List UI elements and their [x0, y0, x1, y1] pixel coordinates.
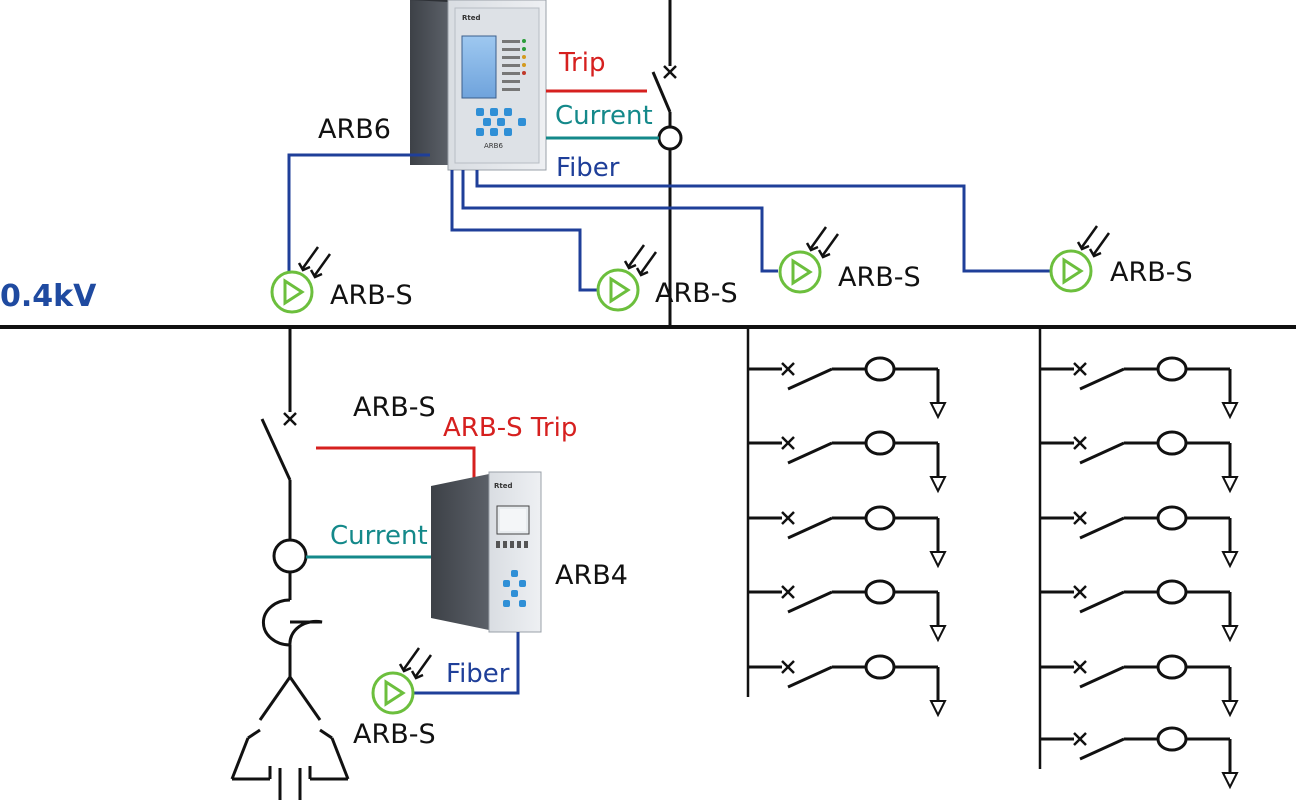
trip-label-bottom: ARB-S Trip: [443, 413, 577, 443]
arb6-model-plate: ARB6: [484, 142, 503, 150]
current-label-top: Current: [555, 101, 653, 131]
col-a-feeder-1: [748, 356, 947, 420]
sensor-2-label: ARB-S: [655, 278, 738, 309]
sensor-1-label: ARB-S: [330, 280, 413, 311]
col-b-feeder-2: [1040, 430, 1239, 494]
transformer-branch: [230, 327, 350, 800]
col-b-feeder-6: [1040, 726, 1239, 790]
col-b-feeder-5: [1040, 654, 1239, 718]
breaker-label: ARB-S: [353, 392, 436, 423]
col-a-feeder-5: [748, 654, 947, 718]
col-b-feeder-1: [1040, 356, 1239, 420]
fiber-line-bottom: [412, 632, 520, 695]
col-a-feeder-3: [748, 505, 947, 569]
col-b-feeder-3: [1040, 505, 1239, 569]
col-a-feeder-4: [748, 579, 947, 643]
feeder-column-a: [746, 329, 947, 718]
arb6-label: ARB6: [318, 114, 391, 145]
col-b-feeder-4: [1040, 579, 1239, 643]
sensor-4: [1049, 225, 1111, 293]
sensor-3-label: ARB-S: [838, 262, 921, 293]
sensor-4-label: ARB-S: [1110, 257, 1193, 288]
arb6-keypad: [476, 108, 526, 136]
incoming-feeder: [651, 0, 683, 327]
arb6-relay: Rted ARB6: [410, 0, 547, 171]
arb4-brand: Rted: [494, 482, 513, 490]
sensor-5: [371, 647, 433, 715]
sensor-2: [596, 244, 658, 312]
arb4-keypad: [503, 570, 526, 607]
arb6-led-column: [502, 39, 526, 91]
feeder-column-b: [1038, 329, 1239, 790]
arb4-label: ARB4: [555, 560, 628, 591]
bus-voltage-label: 0.4kV: [0, 279, 97, 314]
arb6-brand: Rted: [462, 14, 481, 22]
fiber-label-top: Fiber: [556, 153, 620, 183]
arb4-relay: Rted: [431, 471, 542, 633]
fiber-label-bottom: Fiber: [446, 659, 510, 689]
trip-label-top: Trip: [558, 48, 605, 78]
fiber-runs-top: [287, 153, 1050, 292]
trip-line-bottom: [316, 446, 476, 478]
current-label-bottom: Current: [330, 521, 428, 551]
col-a-feeder-2: [748, 430, 947, 494]
sensor-3: [778, 226, 840, 294]
arb4-leds: [496, 541, 528, 548]
sensor-1: [270, 246, 332, 314]
sensor-5-label: ARB-S: [353, 719, 436, 750]
